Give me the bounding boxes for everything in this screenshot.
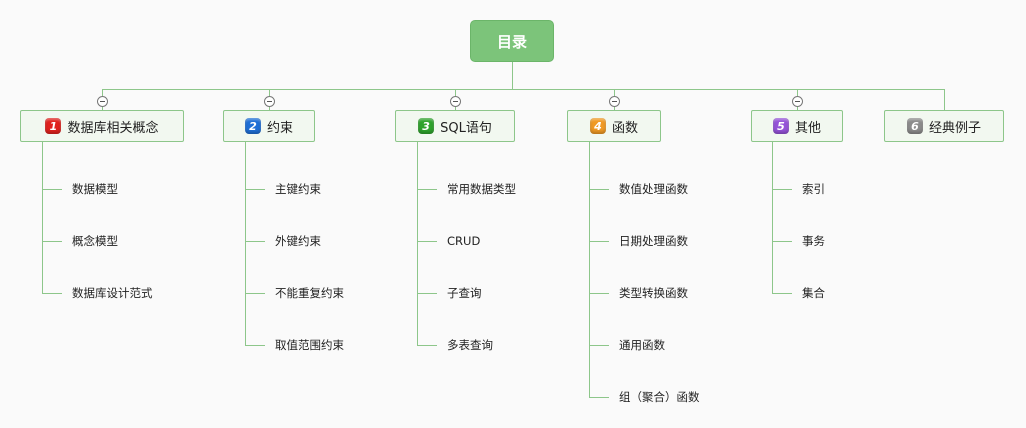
- category-label: 经典例子: [928, 120, 981, 136]
- category-label: SQL语句: [440, 120, 492, 136]
- leaf-item[interactable]: 常用数据类型: [447, 182, 516, 196]
- leaf-item[interactable]: 索引: [802, 182, 825, 196]
- leaf-item[interactable]: 取值范围约束: [275, 338, 344, 352]
- branch-stub: [417, 241, 437, 242]
- leaf-item[interactable]: 类型转换函数: [619, 286, 688, 300]
- leaf-item[interactable]: 数据库设计范式: [72, 286, 153, 300]
- root-node[interactable]: 目录: [470, 20, 554, 62]
- branch-stub: [589, 241, 609, 242]
- leaf-item[interactable]: 通用函数: [619, 338, 665, 352]
- branch-stub: [589, 397, 609, 398]
- leaf-item[interactable]: 数据模型: [72, 182, 118, 196]
- root-label: 目录: [496, 32, 527, 51]
- leaf-item[interactable]: 日期处理函数: [619, 234, 688, 248]
- branch-spine: [589, 142, 590, 398]
- branch-spine: [772, 142, 773, 294]
- number-badge-icon: 3: [418, 118, 435, 134]
- collapse-toggle-icon[interactable]: [264, 96, 275, 107]
- leaf-item[interactable]: 多表查询: [447, 338, 493, 352]
- category-node[interactable]: 4 函数: [567, 110, 661, 142]
- leaf-item[interactable]: 概念模型: [72, 234, 118, 248]
- leaf-item[interactable]: 数值处理函数: [619, 182, 688, 196]
- branch-spine: [417, 142, 418, 346]
- branch-stub: [589, 189, 609, 190]
- leaf-item[interactable]: 主键约束: [275, 182, 321, 196]
- leaf-item[interactable]: 外键约束: [275, 234, 321, 248]
- category-node[interactable]: 3 SQL语句: [395, 110, 515, 142]
- branch-stub: [245, 189, 265, 190]
- number-badge-icon: 4: [589, 118, 606, 134]
- leaf-item[interactable]: 不能重复约束: [275, 286, 344, 300]
- leaf-item[interactable]: 组（聚合）函数: [619, 390, 700, 404]
- category-label: 其他: [794, 120, 821, 136]
- branch-stub: [417, 189, 437, 190]
- branch-stub: [589, 293, 609, 294]
- branch-spine: [42, 142, 43, 294]
- category-label: 约束: [266, 120, 293, 136]
- category-node[interactable]: 5 其他: [751, 110, 843, 142]
- category-node[interactable]: 6 经典例子: [884, 110, 1004, 142]
- branch-spine: [245, 142, 246, 346]
- branch-stub: [245, 241, 265, 242]
- leaf-item[interactable]: 事务: [802, 234, 825, 248]
- number-badge-icon: 6: [906, 118, 923, 134]
- root-connector: [512, 62, 513, 89]
- category-label: 数据库相关概念: [67, 120, 159, 136]
- collapse-toggle-icon[interactable]: [450, 96, 461, 107]
- category-label: 函数: [611, 120, 638, 136]
- branch-stub: [772, 293, 792, 294]
- category-node[interactable]: 2 约束: [223, 110, 315, 142]
- branch-stub: [42, 241, 62, 242]
- leaf-item[interactable]: CRUD: [447, 234, 481, 248]
- branch-stub: [772, 189, 792, 190]
- collapse-toggle-icon[interactable]: [609, 96, 620, 107]
- number-badge-icon: 1: [45, 118, 62, 134]
- branch-stub: [42, 293, 62, 294]
- category-node[interactable]: 1 数据库相关概念: [20, 110, 184, 142]
- collapse-toggle-icon[interactable]: [792, 96, 803, 107]
- leaf-item[interactable]: 子查询: [447, 286, 482, 300]
- number-badge-icon: 2: [244, 118, 261, 134]
- branch-stub: [772, 241, 792, 242]
- branch-stub: [42, 189, 62, 190]
- branch-stub: [245, 345, 265, 346]
- branch-stub: [417, 345, 437, 346]
- leaf-item[interactable]: 集合: [802, 286, 825, 300]
- number-badge-icon: 5: [772, 118, 789, 134]
- branch-stub: [417, 293, 437, 294]
- branch-stub: [245, 293, 265, 294]
- category-connector: [944, 89, 945, 110]
- branch-stub: [589, 345, 609, 346]
- hub-line: [102, 89, 945, 90]
- collapse-toggle-icon[interactable]: [97, 96, 108, 107]
